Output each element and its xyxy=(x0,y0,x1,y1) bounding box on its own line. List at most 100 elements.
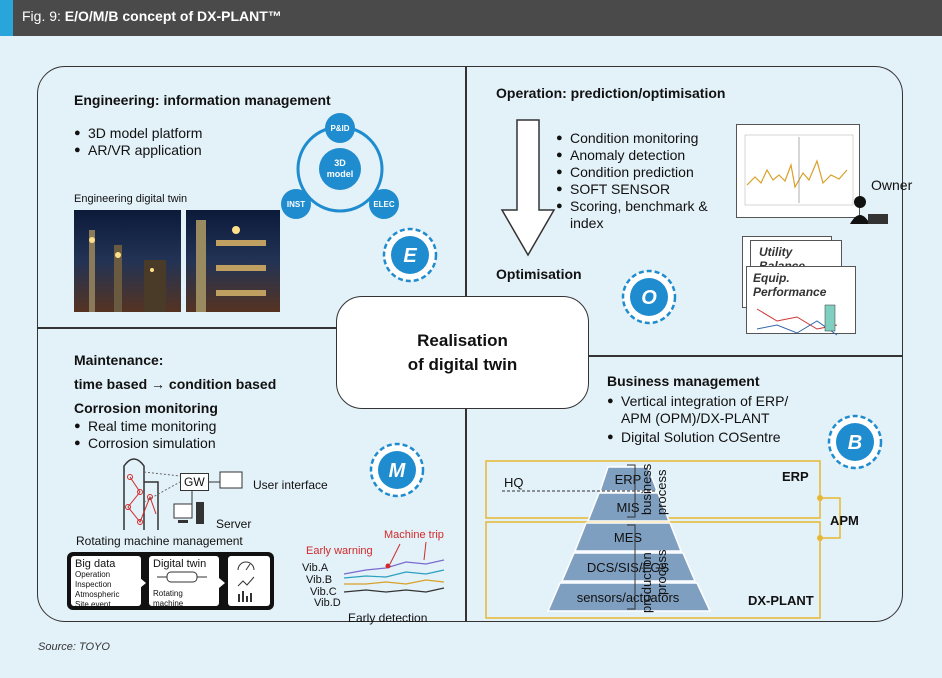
center-line-1: Realisation xyxy=(417,330,508,350)
big-data-item: Inspection xyxy=(75,580,112,589)
gear-o-letter: O xyxy=(641,287,657,309)
model-center-node xyxy=(319,148,361,190)
machine-trip-label: Machine trip xyxy=(384,529,444,541)
big-data-box: Big data Operation Inspection Atmospheri… xyxy=(71,556,141,609)
main-frame xyxy=(37,66,903,622)
early-warning-label: Early warning xyxy=(306,545,373,557)
maintenance-bullets: Real time monitoring Corrosion simulatio… xyxy=(74,418,216,452)
elec-node-label: ELEC xyxy=(373,200,395,209)
gear-b-icon: B xyxy=(827,414,883,470)
engineering-twin-label: Engineering digital twin xyxy=(74,193,188,205)
model-center-label-1: 3D xyxy=(334,158,346,168)
figure-title: Fig. 9: E/O/M/B concept of DX-PLANT™ xyxy=(22,8,282,24)
dashboard-icons xyxy=(237,561,255,602)
digital-twin-title: Digital twin xyxy=(153,558,207,570)
big-data-item: Operation xyxy=(75,570,111,579)
figure-header xyxy=(0,0,942,36)
user-interface-label: User interface xyxy=(253,478,328,492)
vib-c-label: Vib.C xyxy=(310,586,337,598)
model-center-label-2: model xyxy=(327,169,354,179)
operation-bullet: SOFT SENSOR xyxy=(556,181,708,198)
apm-label: APM xyxy=(830,513,859,528)
plant-photo-closeup-drawing xyxy=(196,220,266,312)
early-detection-label: Early detection xyxy=(348,611,428,625)
plant-photo-night xyxy=(74,210,181,312)
digital-twin-center-box: Realisation of digital twin xyxy=(336,296,589,409)
pyramid-label-mes: MES xyxy=(614,530,643,545)
business-bullet: Digital Solution COSentre xyxy=(607,428,788,446)
hq-label: HQ xyxy=(504,475,524,490)
vib-b-label: Vib.B xyxy=(306,574,333,586)
horizontal-divider-right xyxy=(589,355,902,357)
header-accent-bar xyxy=(0,0,13,36)
vib-a-label: Vib.A xyxy=(302,562,329,574)
operation-bullet: Anomaly detection xyxy=(556,147,708,164)
pyramid-level-mes xyxy=(573,522,683,552)
trend-chart-thumbnail xyxy=(736,124,860,218)
pyramid-label-erp: ERP xyxy=(615,472,642,487)
horizontal-divider-left xyxy=(38,327,336,329)
gateway-box: GW xyxy=(180,473,209,491)
big-data-item: Site event xyxy=(75,600,111,609)
gear-e-letter: E xyxy=(403,245,417,267)
rotating-machine-icon xyxy=(157,571,207,583)
figure-title-text: E/O/M/B concept of DX-PLANT™ xyxy=(64,8,282,24)
equip-performance-doc: Equip. Performance xyxy=(746,266,856,336)
engineering-title: Engineering: information management xyxy=(74,92,331,108)
apm-bracket-node xyxy=(817,495,823,501)
vibration-chart xyxy=(343,541,445,593)
maintenance-bullet: Real time monitoring xyxy=(74,418,216,435)
vertical-divider-bottom xyxy=(465,409,467,621)
business-title: Business management xyxy=(607,373,760,389)
flow-arrow-icon xyxy=(140,578,146,588)
plant-photo-closeup xyxy=(186,210,280,312)
server-label: Server xyxy=(216,517,252,531)
engineering-bullets: 3D model platform AR/VR application xyxy=(74,125,202,159)
engineering-bullet: 3D model platform xyxy=(74,125,202,142)
operation-bullets: Condition monitoring Anomaly detection C… xyxy=(556,130,708,215)
pyramid-level-dcs xyxy=(560,552,697,582)
corrosion-title: Corrosion monitoring xyxy=(74,400,218,416)
vertical-divider-top xyxy=(465,67,467,296)
business-process-label-2: process xyxy=(654,469,669,515)
elec-node xyxy=(369,189,399,219)
dxplant-frame-label: DX-PLANT xyxy=(748,593,814,608)
engineering-bullet: AR/VR application xyxy=(74,142,202,159)
pyramid-label-sensors: sensors/actuators xyxy=(577,590,680,605)
pyramid-label-mis: MIS xyxy=(616,500,639,515)
inst-node xyxy=(281,189,311,219)
figure-label: Fig. 9: xyxy=(22,8,61,24)
optimisation-arrow-icon xyxy=(500,119,556,257)
operation-bullet-continuation: index xyxy=(570,215,604,231)
trend-chart-drawing xyxy=(744,134,854,206)
business-bullet-continuation: APM (OPM)/DX-PLANT xyxy=(621,410,770,426)
production-process-bracket xyxy=(627,524,636,610)
3d-model-circle-diagram: 3D model P&ID INST ELEC xyxy=(281,113,399,219)
gear-o-icon: O xyxy=(621,269,677,325)
big-data-title: Big data xyxy=(75,558,116,570)
pyramid-label-dcs: DCS/SIS/FGS xyxy=(587,560,670,575)
pid-node xyxy=(325,113,355,143)
source-caption: Source: TOYO xyxy=(38,641,110,653)
owner-person-icon xyxy=(850,196,888,224)
business-process-label-1: business xyxy=(639,463,654,515)
gear-b-letter: B xyxy=(848,432,862,454)
rotating-machine-label: Rotating machine management xyxy=(76,534,243,548)
operation-bullet: Condition prediction xyxy=(556,164,708,181)
dxplant-frame xyxy=(485,521,821,619)
maintenance-subtitle: time based → condition based xyxy=(74,376,277,392)
vib-d-label: Vib.D xyxy=(314,597,341,609)
server-computer-icon xyxy=(173,502,204,524)
monitoring-icons-box xyxy=(228,556,270,606)
it-ot-pyramid-diagram: ERP MIS MES DCS/SIS/FGS sensors/actuator… xyxy=(485,460,859,619)
flow-arrow-icon xyxy=(219,578,225,588)
business-bullet: Vertical integration of ERP/ xyxy=(607,392,788,410)
pyramid-level-sensors xyxy=(546,582,712,612)
apm-bracket xyxy=(820,497,841,539)
business-bullets: Vertical integration of ERP/ Digital Sol… xyxy=(607,392,788,446)
maintenance-title: Maintenance: xyxy=(74,352,164,368)
corrosion-monitoring-diagram xyxy=(123,458,243,530)
production-process-label-2: process xyxy=(654,549,669,595)
production-process-label-1: production xyxy=(639,552,654,613)
digital-twin-sub: Rotating machine xyxy=(153,589,184,608)
